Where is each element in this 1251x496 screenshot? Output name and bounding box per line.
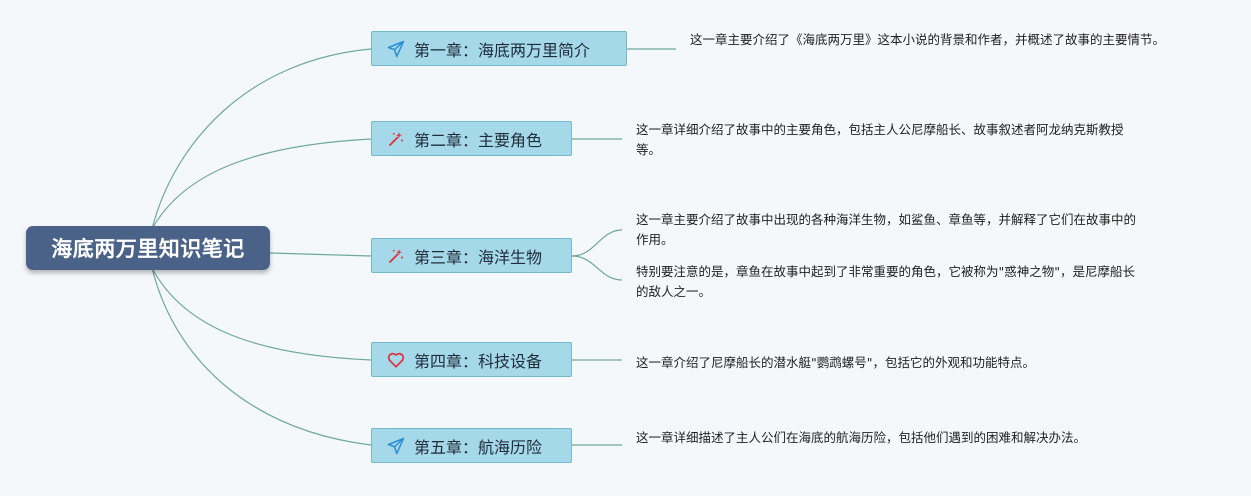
note-chapter-2: 这一章详细介绍了故事中的主要角色，包括主人公尼摩船长、故事叙述者阿龙纳克斯教授等… [636,120,1136,160]
magic-wand-icon [386,129,406,149]
note-text: 这一章详细介绍了故事中的主要角色，包括主人公尼摩船长、故事叙述者阿龙纳克斯教授等… [636,122,1124,157]
connector-ch3-note1 [571,229,623,257]
topic-chapter-4[interactable]: 第四章：科技设备 [371,342,572,377]
note-chapter-3-b: 特别要注意的是，章鱼在故事中起到了非常重要的角色，它被称为"惑神之物"，是尼摩船… [636,262,1136,302]
note-chapter-5: 这一章详细描述了主人公们在海底的航海历险，包括他们遇到的困难和解决办法。 [636,428,1136,448]
topic-label: 第二章：主要角色 [414,130,543,150]
connector-root-ch2 [151,138,372,230]
topic-chapter-2[interactable]: 第二章：主要角色 [371,121,572,156]
connector-root-ch3 [269,252,372,257]
note-text: 这一章主要介绍了《海底两万里》这本小说的背景和作者，并概述了故事的主要情节。 [690,32,1166,47]
topic-label: 第四章：科技设备 [414,351,543,371]
connector-root-ch1 [151,48,372,230]
connector-ch3-note2 [571,255,623,281]
topic-chapter-1[interactable]: 第一章：海底两万里简介 [371,31,627,66]
note-text: 这一章介绍了尼摩船长的潜水艇"鹦鹉螺号"，包括它的外观和功能特点。 [636,355,1036,370]
topic-chapter-5[interactable]: 第五章：航海历险 [371,428,572,463]
topic-label: 第五章：航海历险 [414,437,543,457]
topic-label: 第三章：海洋生物 [414,247,543,267]
magic-wand-icon [386,246,406,266]
topic-label: 第一章：海底两万里简介 [414,40,591,60]
topic-chapter-3[interactable]: 第三章：海洋生物 [371,238,572,273]
connector-root-ch5 [151,267,372,446]
paper-plane-icon [386,39,406,59]
paper-plane-icon [386,436,406,456]
note-chapter-4: 这一章介绍了尼摩船长的潜水艇"鹦鹉螺号"，包括它的外观和功能特点。 [636,353,1196,373]
note-text: 这一章详细描述了主人公们在海底的航海历险，包括他们遇到的困难和解决办法。 [636,430,1087,445]
root-topic[interactable]: 海底两万里知识笔记 [26,226,270,270]
note-chapter-3-a: 这一章主要介绍了故事中出现的各种海洋生物，如鲨鱼、章鱼等，并解释了它们在故事中的… [636,210,1136,250]
note-text: 特别要注意的是，章鱼在故事中起到了非常重要的角色，它被称为"惑神之物"，是尼摩船… [636,264,1136,299]
connector-root-ch4 [151,267,372,361]
note-text: 这一章主要介绍了故事中出现的各种海洋生物，如鲨鱼、章鱼等，并解释了它们在故事中的… [636,212,1137,247]
note-chapter-1: 这一章主要介绍了《海底两万里》这本小说的背景和作者，并概述了故事的主要情节。 [690,30,1190,50]
heart-icon [386,350,406,370]
root-title: 海底两万里知识笔记 [51,237,245,261]
